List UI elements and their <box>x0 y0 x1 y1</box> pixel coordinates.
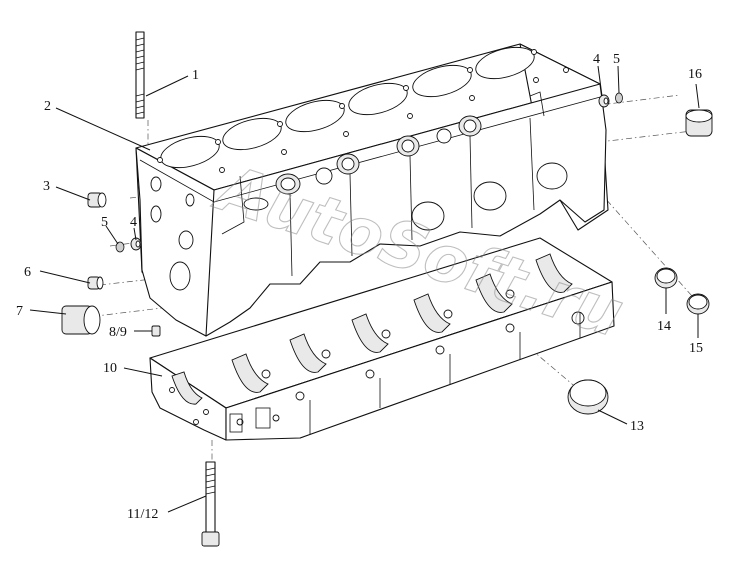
part-4-right-fitting <box>598 94 610 108</box>
bedplate-bosses <box>169 289 585 426</box>
callout-10: 10 <box>103 361 117 376</box>
deck-holes <box>157 49 569 173</box>
callout-15: 15 <box>689 341 703 356</box>
part-13-cover-plug <box>567 379 609 415</box>
part-7-cup-plug <box>61 305 101 335</box>
callout-1: 1 <box>192 68 199 83</box>
callout-4-right: 4 <box>593 52 600 67</box>
part-16-plug <box>685 109 713 137</box>
part-15-plug <box>686 293 710 315</box>
callout-5-right: 5 <box>613 52 620 67</box>
callout-5-left: 5 <box>101 215 108 230</box>
part-1-stud-bolt <box>135 31 145 119</box>
callout-3: 3 <box>43 179 50 194</box>
bedplate-ribs <box>229 312 581 434</box>
part-11-12-bolt <box>201 461 220 547</box>
part-5-left-fitting <box>115 241 125 253</box>
callout-4-left: 4 <box>130 215 137 230</box>
part-5-right-fitting <box>615 92 623 104</box>
cylinder-block <box>135 43 609 337</box>
part-3-plug <box>87 192 107 208</box>
cylinder-bores <box>160 46 535 169</box>
part-14-plug <box>654 267 678 289</box>
callout-14: 14 <box>657 319 671 334</box>
callout-13: 13 <box>630 419 644 434</box>
bearing-saddles <box>171 253 573 405</box>
part-6-plug <box>87 276 104 290</box>
callout-7: 7 <box>16 304 23 319</box>
side-features <box>150 115 568 291</box>
callout-8-9: 8/9 <box>109 325 127 340</box>
callout-2: 2 <box>44 99 51 114</box>
callout-11-12: 11/12 <box>127 507 158 522</box>
side-ribs <box>221 91 545 277</box>
bedplate <box>149 237 615 441</box>
leader-lines <box>29 65 700 513</box>
callout-6: 6 <box>24 265 31 280</box>
callout-labels: 1 2 3 4 5 4 5 6 7 8/9 10 11/12 13 14 15 … <box>16 52 703 522</box>
part-8-9-dowel <box>151 325 161 337</box>
callout-16: 16 <box>688 67 702 82</box>
